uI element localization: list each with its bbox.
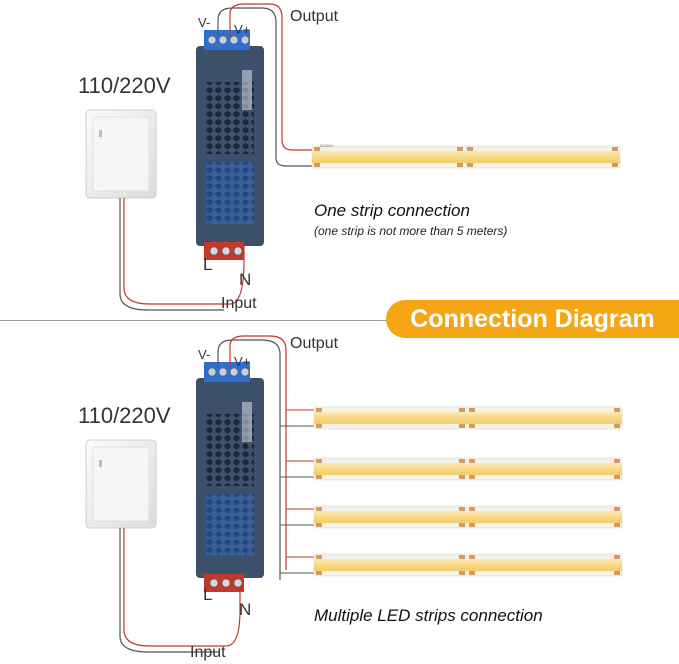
- section-divider: [0, 320, 400, 321]
- bottom-v-minus-label: V-: [198, 347, 211, 362]
- top-n-label: N: [239, 270, 252, 289]
- top-v-plus-label: V+: [234, 22, 251, 37]
- top-voltage-label: 110/220V: [78, 73, 171, 98]
- top-output-label: Output: [290, 8, 339, 25]
- bottom-led-strip-3: [313, 505, 623, 529]
- bottom-power-supply: [195, 361, 265, 593]
- bottom-l-label: L: [203, 585, 213, 604]
- bottom-v-plus-label: V+: [234, 354, 251, 369]
- top-input-wire-red: [123, 198, 245, 305]
- bottom-n-label: N: [239, 600, 252, 619]
- bottom-input-label: Input: [190, 644, 226, 661]
- bottom-input-wire-red: [123, 528, 241, 647]
- top-output-wire-dark: [217, 7, 312, 167]
- bottom-led-strip-1: [313, 406, 623, 430]
- top-switch: [85, 109, 157, 199]
- diagram-title-badge: Connection Diagram: [386, 300, 679, 338]
- top-led-strip: [311, 145, 621, 169]
- bottom-voltage-label: 110/220V: [78, 403, 171, 428]
- top-subcaption: (one strip is not more than 5 meters): [314, 224, 508, 238]
- top-output-wire-red: [229, 3, 312, 151]
- bottom-output-wire-red: [229, 335, 287, 570]
- bottom-branch-wires: [280, 409, 314, 574]
- bottom-led-strip-2: [313, 457, 623, 481]
- bottom-output-label: Output: [290, 335, 339, 352]
- bottom-input-wire-dark: [119, 528, 220, 653]
- top-caption: One strip connection: [314, 201, 470, 220]
- bottom-led-strip-4: [313, 553, 623, 577]
- top-input-wire-dark: [119, 198, 224, 311]
- bottom-output-wire-dark: [217, 339, 281, 580]
- top-l-label: L: [203, 255, 213, 274]
- top-power-supply: [195, 29, 265, 261]
- top-input-label: Input: [221, 295, 257, 312]
- top-v-minus-label: V-: [198, 15, 211, 30]
- bottom-switch: [85, 439, 157, 529]
- strip-marking: DC24V: [320, 143, 333, 148]
- bottom-caption: Multiple LED strips connection: [314, 606, 543, 625]
